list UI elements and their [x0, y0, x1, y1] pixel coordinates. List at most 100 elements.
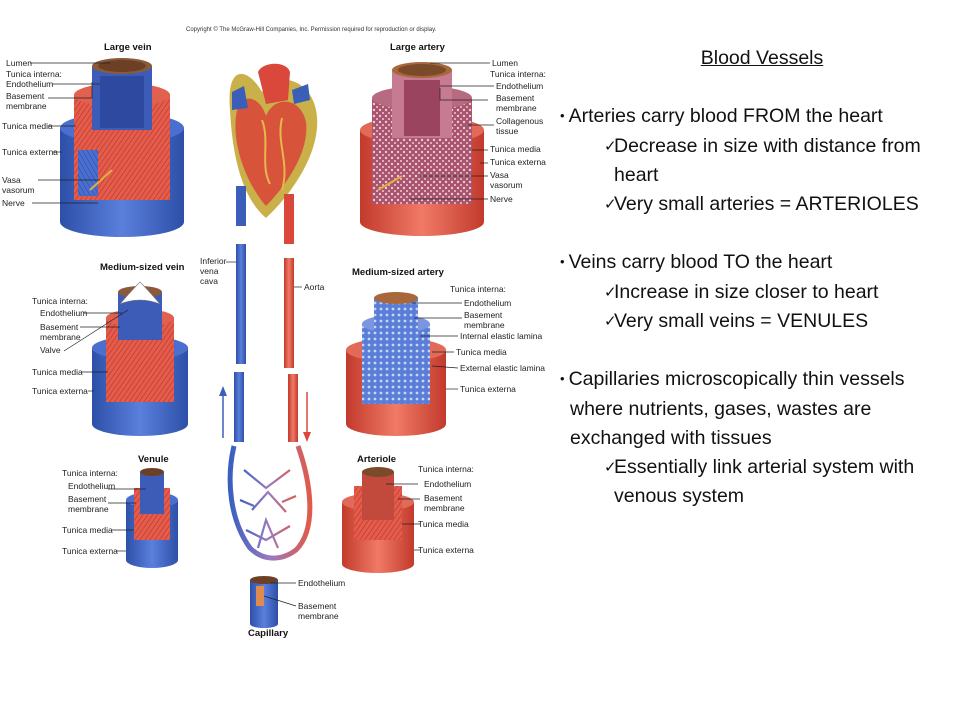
label: Basement — [68, 494, 107, 504]
label: Tunica interna: — [490, 69, 546, 79]
label: Tunica externa — [2, 147, 58, 157]
label: tissue — [496, 126, 518, 136]
label: membrane — [6, 101, 47, 111]
large-artery-title: Large artery — [390, 42, 446, 53]
medium-vein-labels: Tunica interna: Endothelium Basement mem… — [32, 296, 88, 396]
sub-bullet-text: Very small veins = VENULES — [614, 310, 869, 332]
label: Tunica externa — [460, 384, 516, 394]
label: Internal elastic lamina — [460, 331, 542, 341]
label: vasorum — [2, 185, 35, 195]
label: Tunica media — [32, 367, 83, 377]
label: Lumen — [492, 58, 518, 68]
label: Endothelium — [68, 481, 115, 491]
bullet-text: Capillaries microscopically thin vessels… — [568, 368, 905, 449]
label: Tunica externa — [62, 546, 118, 556]
label: Inferior — [200, 256, 227, 266]
label: Tunica interna: — [62, 468, 118, 478]
arteriole-illustration: Arteriole — [342, 454, 414, 573]
label: Tunica interna: — [450, 284, 506, 294]
label: membrane — [464, 320, 505, 330]
medium-artery-title: Medium-sized artery — [352, 267, 445, 278]
capillary-illustration: Capillary — [248, 576, 289, 639]
label: Tunica externa — [418, 545, 474, 555]
label: Tunica media — [490, 144, 541, 154]
venule-title: Venule — [138, 454, 169, 465]
label: Aorta — [304, 282, 325, 292]
label: Tunica externa — [32, 386, 88, 396]
bullet-veins: Veins carry blood TO the heart — [554, 248, 958, 278]
label: Tunica externa — [490, 157, 546, 167]
label: Endothelium — [40, 308, 87, 318]
veins-section: Veins carry blood TO the heart ✓Increase… — [548, 248, 958, 336]
label: Basement — [464, 310, 503, 320]
label: Endothelium — [464, 298, 511, 308]
label: membrane — [40, 332, 81, 342]
label: Vasa — [490, 170, 509, 180]
sub-bullet-text: Very small arteries = ARTERIOLES — [614, 193, 919, 215]
large-vein-illustration: Large vein — [60, 42, 184, 237]
venule-illustration: Venule — [126, 454, 178, 568]
bullet-text: Arteries carry blood FROM the heart — [568, 105, 883, 127]
medium-vein-title: Medium-sized vein — [100, 262, 185, 273]
label: Lumen — [6, 58, 32, 68]
label: External elastic lamina — [460, 363, 545, 373]
label: Tunica media — [418, 519, 469, 529]
central-circulation — [219, 63, 318, 561]
checkmark-icon: ✓ — [604, 459, 617, 476]
label: Basement — [298, 601, 337, 611]
blood-vessel-diagram: Copyright © The McGraw-Hill Companies, I… — [2, 26, 546, 639]
label: Basement — [496, 93, 535, 103]
label: Collagenous — [496, 116, 543, 126]
label: vena — [200, 266, 219, 276]
label: Endothelium — [424, 479, 471, 489]
sub-bullet: ✓Very small arteries = ARTERIOLES — [548, 190, 958, 219]
notes-panel: Blood Vessels Arteries carry blood FROM … — [548, 44, 958, 511]
label: cava — [200, 276, 218, 286]
label: Basement — [424, 493, 463, 503]
copyright-note: Copyright © The McGraw-Hill Companies, I… — [186, 26, 437, 33]
label: Endothelium — [496, 81, 543, 91]
bullet-text: Veins carry blood TO the heart — [568, 251, 833, 273]
label: Tunica media — [456, 347, 507, 357]
checkmark-icon: ✓ — [604, 138, 617, 155]
checkmark-icon: ✓ — [604, 284, 617, 301]
notes-heading: Blood Vessels — [700, 47, 824, 69]
bullet-capillaries: Capillaries microscopically thin vessels… — [554, 365, 958, 453]
medium-vein-illustration: Medium-sized vein — [92, 262, 188, 436]
medium-artery-labels: Tunica interna: Endothelium Basement mem… — [450, 284, 545, 394]
sub-bullet-text: Essentially link arterial system with ve… — [614, 456, 915, 507]
label: Tunica interna: — [6, 69, 62, 79]
label: Vasa — [2, 175, 21, 185]
sub-bullet: ✓Increase in size closer to heart — [548, 278, 958, 307]
label: Basement — [6, 91, 45, 101]
label: membrane — [68, 504, 109, 514]
label: Tunica interna: — [32, 296, 88, 306]
checkmark-icon: ✓ — [604, 196, 617, 213]
bullet-arteries: Arteries carry blood FROM the heart — [554, 102, 958, 132]
large-vein-labels: Lumen Tunica interna: Endothelium Baseme… — [2, 58, 62, 208]
label: vasorum — [490, 180, 523, 190]
label: membrane — [424, 503, 465, 513]
label: Nerve — [490, 194, 513, 204]
label: Valve — [40, 345, 61, 355]
arteriole-title: Arteriole — [357, 454, 396, 465]
label: Nerve — [2, 198, 25, 208]
label: membrane — [496, 103, 537, 113]
label: Tunica interna: — [418, 464, 474, 474]
center-labels: Inferior vena cava Aorta — [200, 256, 325, 292]
sub-bullet: ✓Essentially link arterial system with v… — [548, 453, 958, 511]
large-artery-illustration: Large artery — [360, 42, 484, 236]
sub-bullet-text: Decrease in size with distance from hear… — [614, 135, 921, 186]
sub-bullet: ✓Very small veins = VENULES — [548, 307, 958, 336]
leader-lines — [30, 62, 494, 607]
checkmark-icon: ✓ — [604, 313, 617, 330]
large-artery-labels: Lumen Tunica interna: Endothelium Baseme… — [490, 58, 546, 204]
venule-labels: Tunica interna: Endothelium Basement mem… — [62, 468, 118, 556]
large-vein-title: Large vein — [104, 42, 152, 53]
label: membrane — [298, 611, 339, 621]
medium-artery-illustration: Medium-sized artery — [346, 267, 446, 436]
capillary-title: Capillary — [248, 628, 289, 639]
sub-bullet-text: Increase in size closer to heart — [614, 281, 879, 303]
label: Endothelium — [6, 79, 53, 89]
label: Tunica media — [2, 121, 53, 131]
